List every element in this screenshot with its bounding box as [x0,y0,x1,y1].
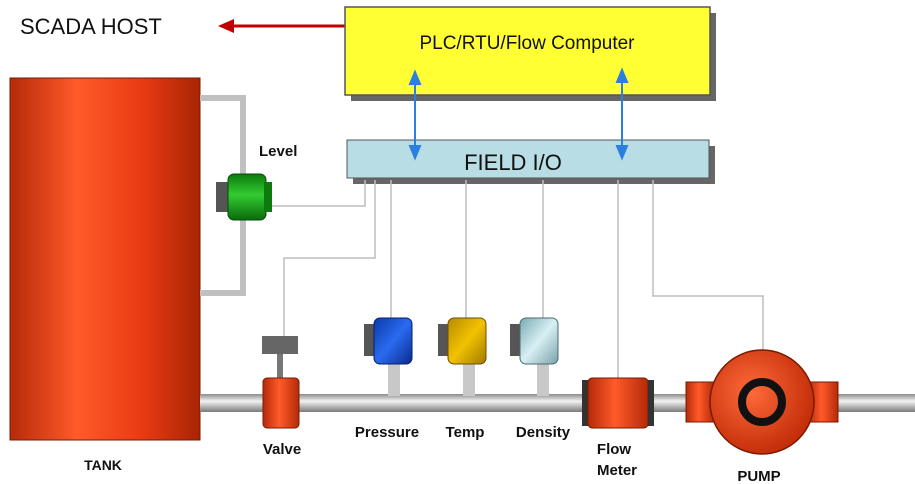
valve [262,336,300,429]
level-loop-pipe [200,95,246,296]
plc-io-link-right [615,67,629,161]
signal-wires [283,180,764,378]
density-sensor [510,317,559,365]
pressure-stem [388,362,400,396]
temp-stem [463,362,475,396]
pressure-sensor [364,317,413,365]
pump-label: PUMP [737,468,780,484]
plc-label: PLC/RTU/Flow Computer [419,33,635,54]
level-signal-wire [272,180,366,207]
flow-meter [582,377,654,429]
temp-sensor [438,317,487,365]
density-label: Density [516,424,571,441]
density-stem [537,362,549,396]
pressure-label: Pressure [355,424,419,441]
pump-signal-wire [652,180,764,350]
valve-signal-wire [283,180,376,336]
scada-arrow-head [218,19,234,33]
field-io-label: FIELD I/O [464,150,562,175]
plc-io-link-left [408,69,422,161]
temp-label: Temp [446,424,485,441]
tank-label: TANK [84,457,122,473]
plc-box [344,6,711,96]
level-sensor [216,173,272,221]
flow-meter-label-line2: Meter [597,462,637,479]
flow-meter-label-line1: Flow [597,441,631,458]
valve-label: Valve [263,441,301,458]
pump [685,349,839,455]
scada-host-label: SCADA HOST [20,14,162,39]
level-label: Level [259,143,297,160]
tank [9,77,201,441]
field-io-box [346,139,710,179]
